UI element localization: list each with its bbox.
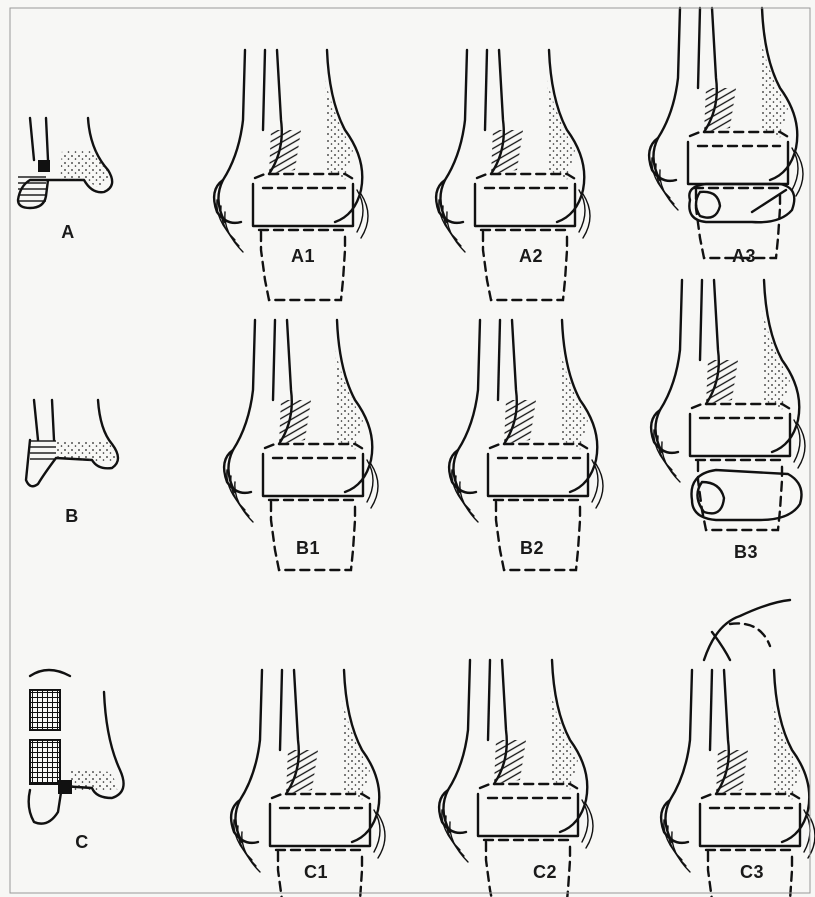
label-A3: A3: [732, 246, 756, 267]
label-A2: A2: [519, 246, 543, 267]
label-A1: A1: [291, 246, 315, 267]
panel-B-drawing: [26, 400, 118, 486]
label-B3: B3: [734, 542, 758, 563]
panel-C3-drawing: [661, 600, 815, 897]
label-A: A: [61, 222, 75, 243]
label-C: C: [75, 832, 89, 853]
panel-A3-drawing: [649, 8, 803, 258]
label-B2: B2: [520, 538, 544, 559]
label-C1: C1: [304, 862, 328, 883]
label-C3: C3: [740, 862, 764, 883]
panel-B3-drawing: [651, 280, 805, 530]
label-B: B: [65, 506, 79, 527]
label-C2: C2: [533, 862, 557, 883]
panel-C-drawing: [29, 670, 124, 824]
panel-A-drawing: [18, 118, 112, 208]
label-B1: B1: [296, 538, 320, 559]
